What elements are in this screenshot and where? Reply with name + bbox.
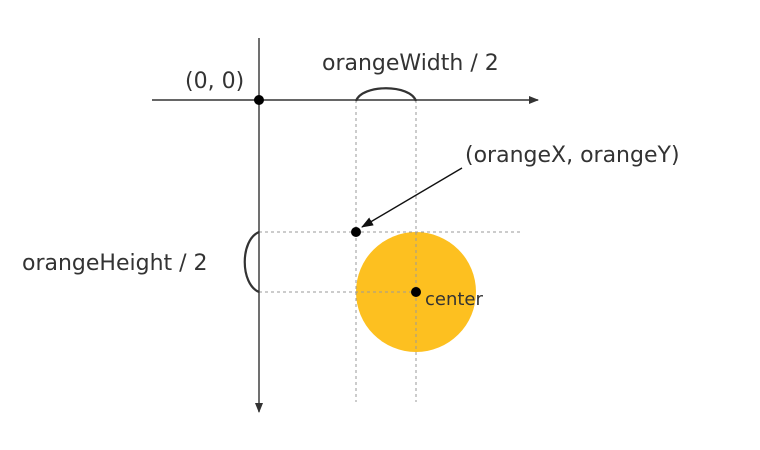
half-width-label: orangeWidth / 2 (322, 51, 499, 76)
position-label: (orangeX, orangeY) (465, 143, 680, 168)
position-pointer-arrow (361, 167, 463, 228)
half-height-brace (243, 230, 260, 294)
half-width-brace (354, 87, 418, 102)
center-label: center (425, 289, 484, 310)
origin-dot (254, 95, 264, 105)
origin-label: (0, 0) (185, 69, 244, 94)
center-dot (411, 287, 421, 297)
half-height-label: orangeHeight / 2 (22, 251, 208, 276)
position-dot (351, 227, 361, 237)
